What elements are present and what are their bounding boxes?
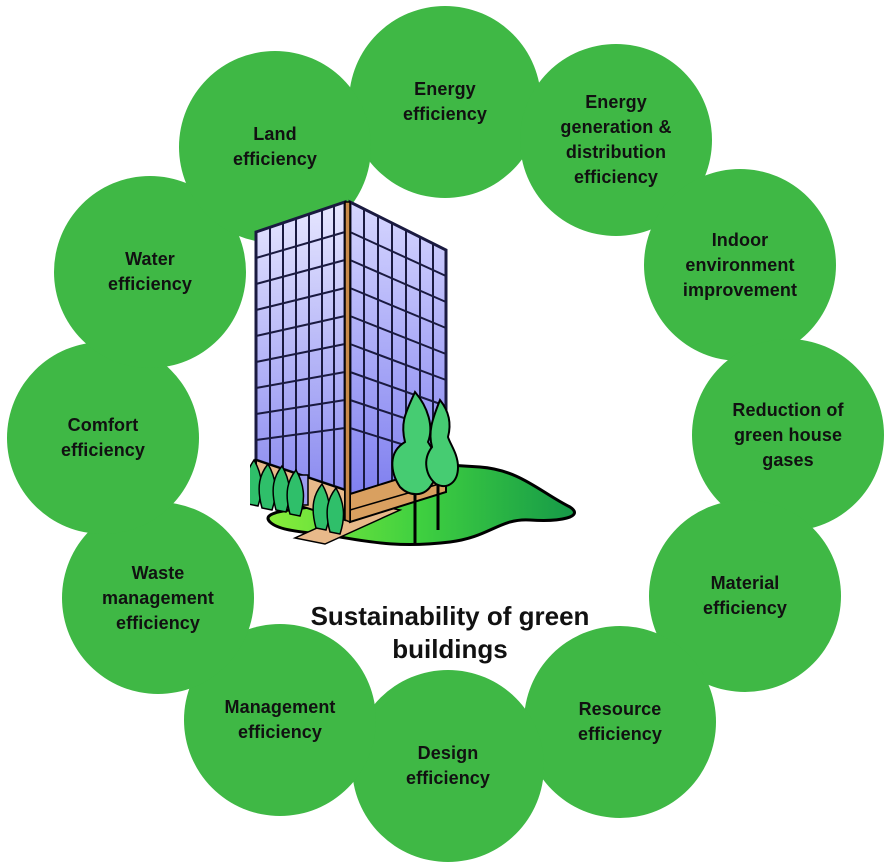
circle-label: Resource efficiency <box>577 699 663 744</box>
circle-label: Waste management efficiency <box>101 562 215 633</box>
circle-waste-management-efficiency: Waste management efficiency <box>62 502 254 694</box>
circle-label: Water efficiency <box>107 249 193 294</box>
corner-post <box>344 201 351 524</box>
circle-design-efficiency: Design efficiency <box>352 670 544 862</box>
circle-label: Energy efficiency <box>402 79 488 124</box>
circle-reduction-ghg: Reduction of green house gases <box>692 339 884 531</box>
circle-indoor-environment: Indoor environment improvement <box>644 169 836 361</box>
circle-comfort-efficiency: Comfort efficiency <box>7 342 199 534</box>
circle-label: Energy generation & distribution efficie… <box>560 92 672 187</box>
diagram-title: Sustainability of green buildings <box>310 601 590 664</box>
circle-label: Design efficiency <box>405 743 491 788</box>
circle-resource-efficiency: Resource efficiency <box>524 626 716 818</box>
circle-label: Reduction of green house gases <box>732 399 844 470</box>
circle-label: Indoor environment improvement <box>682 229 798 300</box>
circle-label: Land efficiency <box>232 124 318 169</box>
circle-label: Material efficiency <box>702 573 788 618</box>
circle-energy-efficiency: Energy efficiency <box>349 6 541 198</box>
circle-label: Comfort efficiency <box>60 415 146 460</box>
circle-label: Management efficiency <box>224 697 336 742</box>
green-building-icon <box>250 199 576 546</box>
